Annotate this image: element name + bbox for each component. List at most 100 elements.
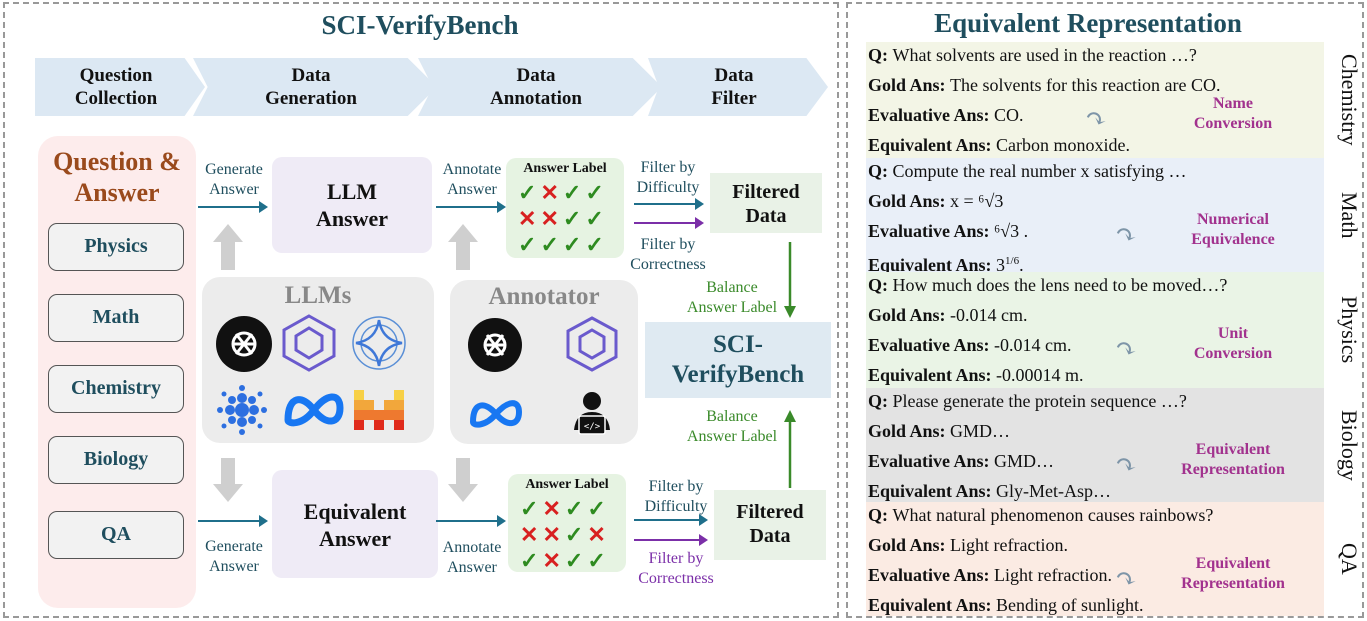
row-prefix: Evaluative Ans: <box>868 335 995 355</box>
example-gold-row: Gold Ans: Light refraction. <box>868 534 1323 556</box>
cross-mark-icon: ✕ <box>540 180 563 205</box>
human-annotator-icon: </> <box>570 390 614 436</box>
example-eval-row: Evaluative Ans: Light refraction. <box>868 564 1323 586</box>
answer-label-title: Answer Label <box>525 477 609 492</box>
row-value: Bending of sunlight. <box>996 595 1144 615</box>
right-title: Equivalent Representation <box>934 8 1242 38</box>
arrow-filter-difficulty-bottom <box>634 514 708 526</box>
label-line: Annotate <box>442 539 502 556</box>
cross-mark-icon: ✕ <box>542 496 565 521</box>
arrow-filter-correctness-bottom <box>634 534 708 546</box>
dot <box>235 403 249 417</box>
example-equiv-row: Equivalent Ans: Gly-Met-Asp… <box>868 480 1323 502</box>
step-line1: Data <box>516 65 556 86</box>
question-answer-title: Question &Answer <box>38 146 196 208</box>
row-value: What solvents are used in the reaction …… <box>892 45 1197 65</box>
equivalent-answer-line2: Answer <box>318 526 392 551</box>
conv-line: Conversion <box>1193 345 1273 362</box>
check-mark-icon: ✓ <box>520 496 543 521</box>
filtered-line2: Data <box>749 525 791 547</box>
label-line: Answer <box>447 181 497 198</box>
annotator-title: Annotator <box>488 283 600 310</box>
qa-title-line2: Answer <box>74 178 160 207</box>
left-title: SCI-VerifyBench <box>321 10 519 40</box>
llm-answer-line2: Answer <box>315 206 389 231</box>
subject-biology: Biology <box>48 436 184 484</box>
example-q-row: Q: Please generate the protein sequence … <box>868 390 1323 412</box>
openai-logo-icon <box>468 318 522 372</box>
dot <box>225 405 235 415</box>
cross-mark-icon: ✕ <box>542 522 565 547</box>
dot <box>261 407 267 413</box>
subject-math: Math <box>48 294 184 342</box>
category-label-qa: QA <box>1337 543 1362 575</box>
check-mark-icon: ✓ <box>564 522 588 547</box>
answer-label-grid-bottom: ✓✕✓✓✕✕✓✕✓✕✓✓ <box>520 496 610 574</box>
row-value: How much does the lens need to be moved…… <box>892 275 1228 295</box>
equivalent-answer-line1: Equivalent <box>303 499 407 524</box>
filtered-line2: Data <box>745 205 787 227</box>
step-line1: Data <box>714 65 754 86</box>
answer-label-title: Answer Label <box>523 161 607 176</box>
llm-answer-line1: LLM <box>326 179 378 204</box>
row-value: -0.014 cm. <box>994 335 1072 355</box>
check-mark-icon: ✓ <box>585 206 608 231</box>
example-equiv-row: Equivalent Ans: Carbon monoxide. <box>868 134 1323 156</box>
check-mark-icon: ✓ <box>564 548 588 573</box>
dot <box>248 396 256 404</box>
dotted-sun-logo-icon <box>212 380 272 440</box>
arrow-generate-bottom <box>198 515 268 527</box>
meta-logo-icon <box>468 396 524 432</box>
gemini-logo-icon <box>348 312 410 374</box>
cross-mark-icon: ✕ <box>540 206 563 231</box>
cross-mark-icon: ✕ <box>520 522 543 547</box>
answer-label-grid-top: ✓✕✓✓✕✕✓✓✓✓✓✓ <box>518 180 608 258</box>
gray-arrows <box>213 224 478 502</box>
category-label-math: Math <box>1337 191 1362 239</box>
svg-text:</>: </> <box>584 422 601 432</box>
label-line: Generate <box>205 538 263 555</box>
label-line: Answer <box>209 558 259 575</box>
dot <box>217 407 223 413</box>
example-section-biology <box>866 388 1324 502</box>
row-prefix: Q: <box>868 391 893 411</box>
label-line: Difficulty <box>636 179 700 196</box>
row-value: Light refraction. <box>994 565 1112 585</box>
check-mark-icon: ✓ <box>520 548 543 573</box>
row-value: -0.014 cm. <box>950 305 1028 325</box>
row-value: Gly-Met-Asp… <box>996 481 1112 501</box>
category-label-biology: Biology <box>1337 409 1362 481</box>
label-line: Balance <box>706 279 758 296</box>
example-q-row: Q: Compute the real number x satisfying … <box>868 160 1323 182</box>
step-line2: Collection <box>74 88 158 109</box>
conv-line: Representation <box>1181 575 1285 592</box>
example-eval-row: Evaluative Ans: GMD… <box>868 450 1323 472</box>
grid-row: ✕✕✓✓ <box>518 206 608 232</box>
label-line: Annotate <box>442 161 502 178</box>
qa-title-line1: Question & <box>53 147 181 176</box>
row-prefix: Evaluative Ans: <box>868 451 995 471</box>
subject-qa: QA <box>48 511 184 559</box>
check-mark-icon: ✓ <box>564 496 588 521</box>
row-prefix: Evaluative Ans: <box>868 565 995 585</box>
dot <box>237 393 247 403</box>
dot <box>239 385 245 391</box>
example-q-row: Q: How much does the lens need to be mov… <box>868 274 1323 296</box>
row-prefix: Q: <box>868 161 893 181</box>
conv-line: Conversion <box>1193 115 1273 132</box>
